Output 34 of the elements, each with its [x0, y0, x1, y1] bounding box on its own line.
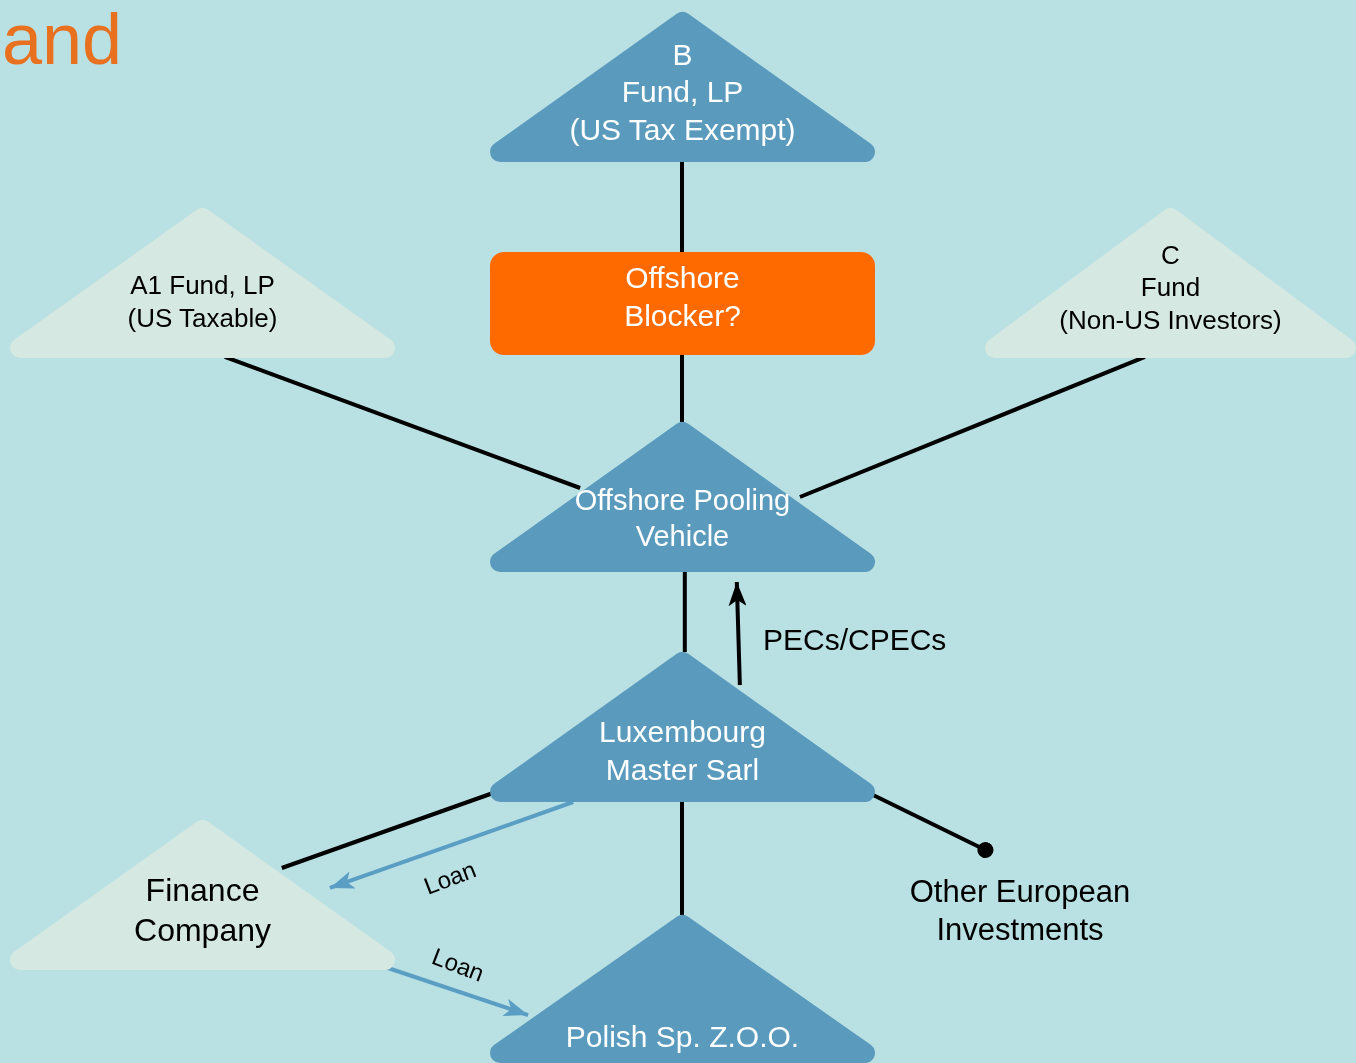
node-label: (US Tax Exempt)	[569, 111, 796, 148]
connector-line	[281, 791, 494, 870]
node-label: Fund	[1140, 271, 1201, 304]
node-label: Luxembourg Master Sarl	[598, 714, 767, 788]
node-label: Polish Sp. Z.O.O.	[565, 1018, 800, 1055]
node-label: Offshore Blocker?	[623, 260, 742, 334]
connector-line	[680, 162, 684, 252]
node-label: Fund, LP	[621, 74, 744, 110]
triangle-node	[490, 422, 875, 572]
node-label: C	[1161, 238, 1180, 271]
triangle-node	[490, 915, 875, 1063]
triangle-node	[985, 208, 1356, 358]
triangle-node	[490, 652, 875, 802]
arrow	[329, 800, 574, 890]
edge-label: PECs/CPECs	[763, 623, 947, 657]
node-label: B	[672, 36, 693, 73]
edge-label: Loan	[428, 942, 488, 988]
connector-line	[680, 355, 684, 422]
node-label: (US Taxable)	[127, 301, 278, 334]
triangle-node	[10, 208, 395, 358]
triangle-node	[490, 12, 875, 162]
node-label: Other European Investments	[908, 872, 1132, 950]
connector-line	[682, 572, 687, 652]
node-label: (Non-US Investors)	[1059, 303, 1282, 336]
connector-line	[872, 793, 994, 858]
node-label: Finance Company	[133, 871, 272, 950]
arrow	[728, 582, 747, 686]
process-box	[490, 252, 875, 355]
edge-label: Loan	[420, 855, 480, 901]
node-label: Offshore Pooling Vehicle	[573, 482, 792, 554]
slide-title: and	[2, 0, 123, 80]
node-label: A1 Fund, LP	[130, 269, 275, 302]
connector-line	[680, 802, 684, 915]
triangle-node	[10, 820, 395, 970]
